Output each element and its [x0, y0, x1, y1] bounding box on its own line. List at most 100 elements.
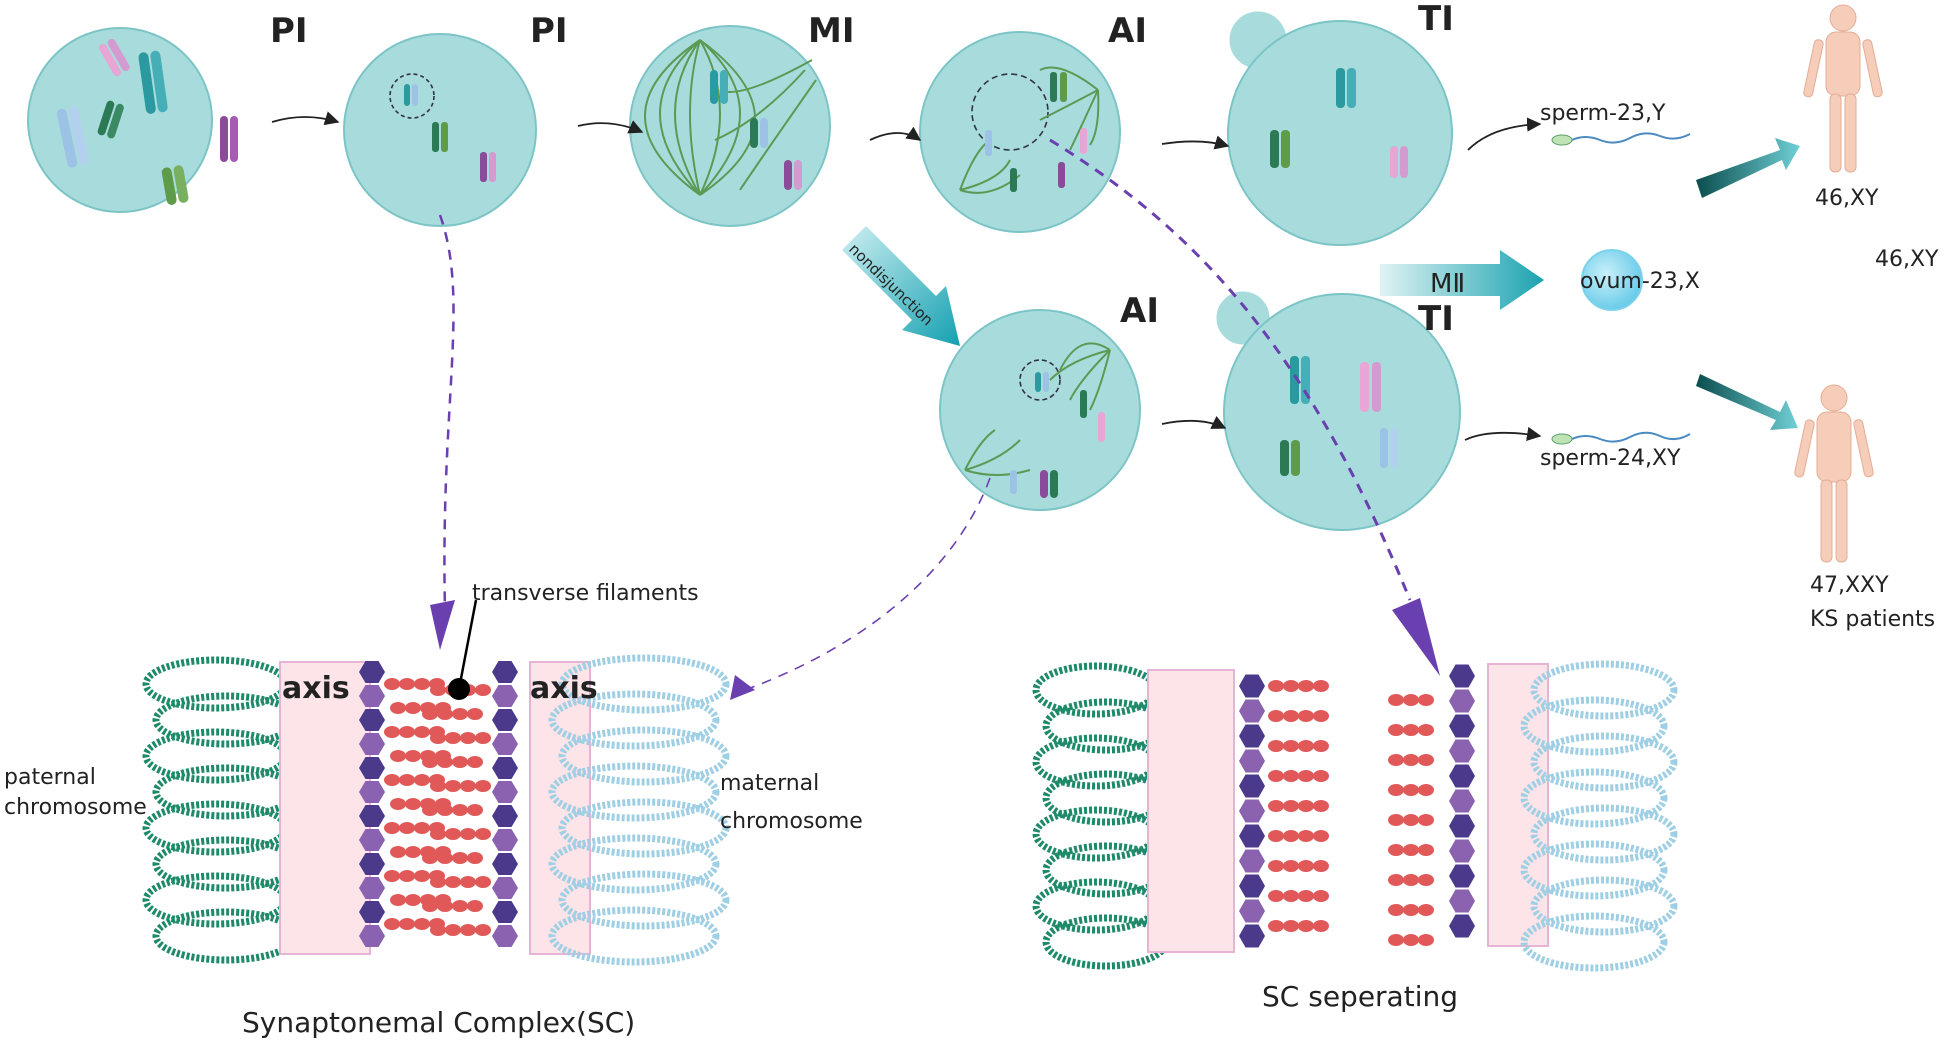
chromatin-loop [1520, 768, 1668, 828]
ovum [1581, 249, 1643, 311]
transverse-filament-bead [384, 726, 400, 738]
ks-patients-label: KS patients [1810, 607, 1935, 632]
maternal-chromatin-coil-separating [1520, 660, 1678, 972]
transverse-filaments-separating-left [1268, 680, 1329, 932]
lateral-element-separating-right-segment [1449, 664, 1475, 688]
transverse-filament-bead [1268, 860, 1284, 872]
cell-ti-bottom [1216, 291, 1461, 531]
lateral-element-separating-left-segment [1239, 774, 1265, 798]
transverse-filament-bead [1298, 800, 1314, 812]
transverse-filament-bead [445, 924, 461, 936]
transverse-filaments-group [384, 678, 491, 936]
transverse-filament-bead [414, 870, 430, 882]
transverse-filament-bead [1403, 904, 1419, 916]
lateral-element-separating-left-segment [1239, 749, 1265, 773]
transverse-filament-bead [1403, 694, 1419, 706]
ovum-label: ovum-23,X [1580, 269, 1700, 294]
transverse-filament-bead [1283, 860, 1299, 872]
transverse-filament-bead [399, 822, 415, 834]
chromosome-purple [220, 116, 238, 162]
transverse-filament-bead [452, 756, 468, 768]
lateral-element-separating-left-segment [1239, 824, 1265, 848]
lateral-element-separating-left [1239, 674, 1265, 948]
chromatin-loop [558, 870, 730, 930]
transverse-filament-bead [460, 876, 476, 888]
transverse-filament-bead [437, 708, 453, 720]
arrow-ai-to-ti-top [1161, 135, 1230, 150]
transverse-filament-bead [460, 780, 476, 792]
transverse-filament-bead [1283, 800, 1299, 812]
transverse-filament-bead [384, 774, 400, 786]
lateral-element-separating-right-segment [1449, 739, 1475, 763]
transverse-filament-bead [437, 756, 453, 768]
nondisjunction-arrow: nondisjunction [842, 226, 960, 346]
karyotype-normal-label: 46,XY [1815, 186, 1879, 211]
arrow-mi-to-ai [869, 126, 922, 141]
transverse-filament-bead [390, 702, 406, 714]
lateral-element-separating-right-segment [1449, 689, 1475, 713]
transverse-filament-bead [430, 780, 446, 792]
lateral-element-left-segment [359, 853, 385, 875]
transverse-filament-bead [1268, 830, 1284, 842]
transverse-filament-bead [475, 732, 491, 744]
chromosome-lightblue [56, 106, 89, 168]
transverse-filament-bead [414, 678, 430, 690]
paternal-label-2: chromosome [4, 795, 147, 820]
chromatin-loop [558, 654, 730, 714]
lateral-element-left-segment [359, 901, 385, 923]
transverse-filament-bead [452, 708, 468, 720]
transverse-filament-bead [1283, 830, 1299, 842]
transverse-filament-bead [430, 876, 446, 888]
transverse-filament-bead [1313, 710, 1329, 722]
transverse-filament-bead [460, 924, 476, 936]
transverse-filament-bead [1418, 934, 1434, 946]
transverse-filament-bead [422, 900, 438, 912]
chromatin-loop [548, 906, 720, 966]
transverse-filament-bead [430, 924, 446, 936]
transverse-filament-bead [467, 708, 483, 720]
spindle-fibers-ai-bottom [964, 342, 1111, 476]
transverse-filament-bead [1388, 844, 1404, 856]
lateral-element-left-segment [359, 829, 385, 851]
lateral-element-separating-left-segment [1239, 699, 1265, 723]
paternal-label-1: paternal [4, 765, 96, 790]
lateral-element-right-segment [492, 661, 518, 683]
transverse-filament-bead [1313, 920, 1329, 932]
transverse-filament-bead [414, 774, 430, 786]
transverse-filament-bead [445, 876, 461, 888]
arrow-ti-to-sperm-top [1467, 117, 1542, 151]
transverse-filament-bead [1388, 874, 1404, 886]
karyotype-right-label: 46,XY [1875, 247, 1939, 272]
lateral-element-separating-left-segment [1239, 799, 1265, 823]
synaptonemal-complex [142, 654, 730, 966]
transverse-filament-bead [405, 798, 421, 810]
transverse-filament-bead [390, 846, 406, 858]
cell-ai-bottom [939, 309, 1141, 511]
arrow-pi-to-pi [271, 111, 340, 126]
transverse-filament-bead [430, 684, 446, 696]
transverse-filament-bead [452, 804, 468, 816]
lateral-element-right [492, 661, 518, 947]
lateral-element-separating-left-segment [1239, 874, 1265, 898]
transverse-filament-bead [384, 822, 400, 834]
lateral-element-left-segment [359, 685, 385, 707]
transverse-filament-bead [1268, 770, 1284, 782]
stage-label-pi-1: PI [270, 11, 308, 51]
transverse-filament-bead [1283, 770, 1299, 782]
chromatin-loop [558, 726, 730, 786]
transverse-filament-bead [467, 900, 483, 912]
human-figure-ks [1794, 384, 1874, 563]
transverse-filament-bead [390, 750, 406, 762]
lateral-element-left-segment [359, 661, 385, 683]
chromatin-loop [1530, 804, 1678, 864]
sperm-abnormal [1551, 431, 1691, 445]
transverse-filament-bead [390, 894, 406, 906]
lateral-element-right-segment [492, 709, 518, 731]
chromatin-loop [142, 728, 290, 784]
stage-label-ti-bottom: TI [1418, 299, 1454, 339]
transverse-filament-bead [422, 708, 438, 720]
transverse-filament-bead [1283, 710, 1299, 722]
transverse-filament-bead [437, 900, 453, 912]
